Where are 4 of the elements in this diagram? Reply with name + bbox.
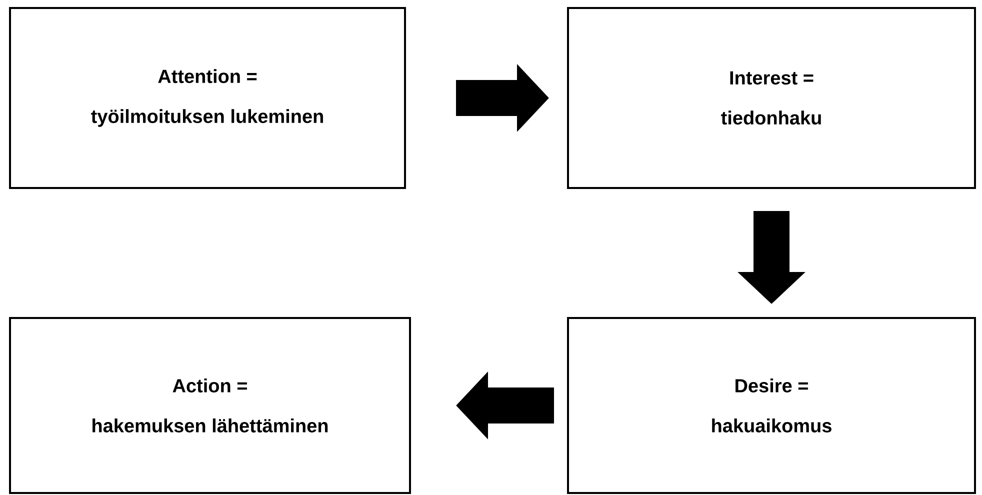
stage-box: Interest = tiedonhaku xyxy=(567,7,976,189)
stage-box: Desire = hakuaikomus xyxy=(567,316,976,494)
stage-box: Action = hakemuksen lähettäminen xyxy=(9,316,411,494)
stage-box: Attention = työilmoituksen lukeminen xyxy=(9,7,406,189)
